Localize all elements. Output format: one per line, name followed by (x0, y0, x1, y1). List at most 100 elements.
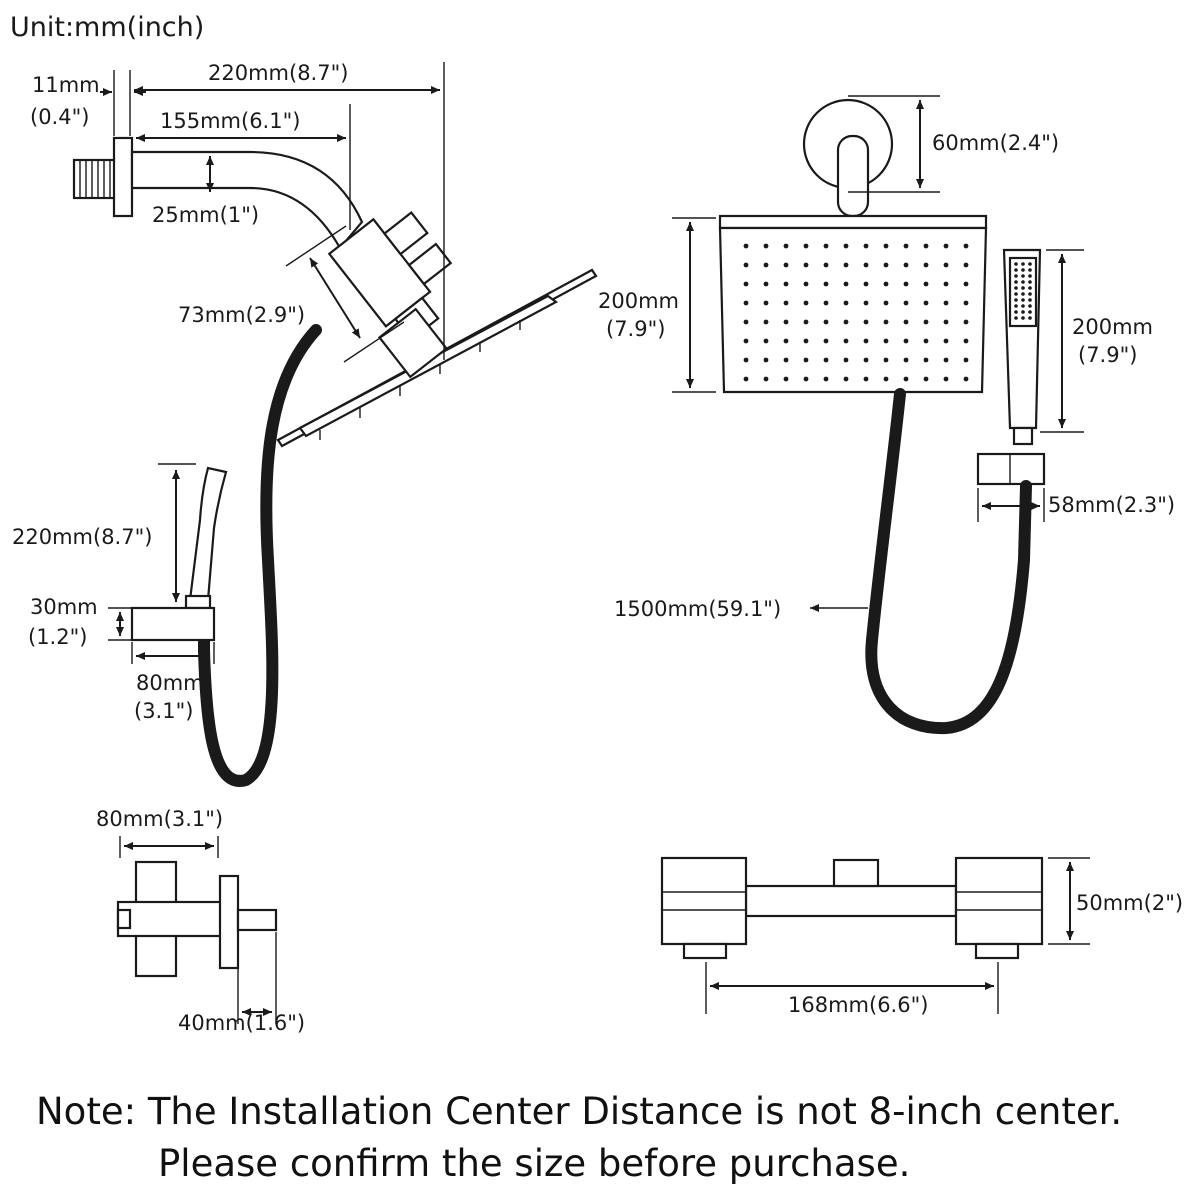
nozzle-dot (783, 300, 789, 306)
nozzle-dot (783, 319, 789, 325)
nozzle-dot (803, 300, 809, 306)
nozzle-dot (823, 243, 829, 249)
nozzle-dot (883, 338, 889, 344)
nozzle-dot (963, 319, 969, 325)
nozzle-dot (803, 262, 809, 268)
dim-handshower-in: (7.9") (1078, 343, 1137, 367)
nozzle-dot (843, 376, 849, 382)
dim-valve-center: 168mm(6.6") (788, 993, 928, 1017)
nozzle-dot (743, 281, 749, 287)
nozzle-dot (943, 319, 949, 325)
nozzle-dot (823, 319, 829, 325)
hand-nozzle-dot (1021, 286, 1025, 290)
nozzle-dot (823, 376, 829, 382)
nozzle-dot (943, 281, 949, 287)
hand-nozzle-dot (1021, 292, 1025, 296)
nozzle-dot (763, 281, 769, 287)
dim-valve-height: 50mm(2") (1076, 891, 1183, 915)
dim-flange-mm: 11mm (32, 73, 100, 97)
nozzle-dot (763, 376, 769, 382)
nozzle-dot (743, 357, 749, 363)
dim-arm-total: 220mm(8.7") (208, 61, 348, 85)
hand-nozzle-dot (1014, 274, 1018, 278)
hand-nozzle-dot (1028, 268, 1032, 272)
dim-hose: 1500mm(59.1") (614, 597, 781, 621)
front-hose (865, 388, 1032, 735)
hand-nozzle-dot (1028, 304, 1032, 308)
nozzle-dot (923, 338, 929, 344)
nozzle-dot (823, 300, 829, 306)
hand-nozzle-dot (1028, 310, 1032, 314)
hand-nozzle-dot (1021, 268, 1025, 272)
hand-nozzle-dot (1021, 274, 1025, 278)
nozzle-dot (843, 262, 849, 268)
nozzle-dot (803, 243, 809, 249)
nozzle-dot (803, 281, 809, 287)
nozzle-dot (763, 357, 769, 363)
hand-nozzle-dot (1021, 298, 1025, 302)
hand-nozzle-dot (1021, 262, 1025, 266)
nozzle-dot (903, 243, 909, 249)
side-view: 220mm(8.7") 155mm(6.1") 11mm (0.4") 25mm… (12, 61, 598, 787)
hand-nozzle-dot (1028, 274, 1032, 278)
dim-arm-reach: 155mm(6.1") (160, 109, 300, 133)
nozzle-dot (923, 376, 929, 382)
nozzle-dot (783, 262, 789, 268)
rain-showerhead-front (718, 214, 988, 394)
dim-holder-height-in: (1.2") (28, 625, 87, 649)
nozzle-dot (923, 300, 929, 306)
hand-nozzle-dot (1014, 268, 1018, 272)
wall-flange (72, 136, 134, 218)
nozzle-dot (903, 357, 909, 363)
nozzle-dot (863, 376, 869, 382)
nozzle-dot (903, 281, 909, 287)
nozzle-dot (743, 243, 749, 249)
nozzle-dot (823, 338, 829, 344)
nozzle-dot (803, 357, 809, 363)
dim-handheld-length: 220mm(8.7") (12, 525, 152, 549)
note-line-2: Please confirm the size before purchase. (158, 1142, 910, 1185)
nozzle-dot (863, 338, 869, 344)
hand-nozzle-dot (1014, 292, 1018, 296)
nozzle-dot (863, 357, 869, 363)
nozzle-dot (883, 262, 889, 268)
nozzle-dot (943, 338, 949, 344)
nozzle-dot (863, 281, 869, 287)
nozzle-dot (963, 243, 969, 249)
shower-arm (130, 150, 364, 250)
nozzle-dot (883, 281, 889, 287)
dim-escutcheon: 60mm(2.4") (932, 131, 1059, 155)
hand-nozzle-dot (1014, 280, 1018, 284)
nozzle-dot (763, 338, 769, 344)
nozzle-dot (783, 376, 789, 382)
hand-nozzle-dot (1021, 280, 1025, 284)
hand-nozzle-dot (1021, 304, 1025, 308)
nozzle-dot (903, 262, 909, 268)
hand-nozzle-dot (1028, 262, 1032, 266)
dim-showerhead-in: (7.9") (606, 317, 665, 341)
hand-nozzle-dot (1014, 262, 1018, 266)
dim-holder-depth-mm: 80mm (136, 671, 204, 695)
hand-nozzle-grid (1014, 262, 1032, 320)
nozzle-dot (823, 281, 829, 287)
nozzle-dot (923, 319, 929, 325)
nozzle-grid (743, 243, 969, 382)
nozzle-dot (803, 338, 809, 344)
dim-bracket: 58mm(2.3") (1048, 493, 1175, 517)
nozzle-dot (963, 357, 969, 363)
nozzle-dot (903, 300, 909, 306)
nozzle-dot (863, 319, 869, 325)
nozzle-dot (963, 281, 969, 287)
nozzle-dot (943, 300, 949, 306)
hand-shower-side (130, 466, 228, 642)
hand-nozzle-dot (1028, 298, 1032, 302)
nozzle-dot (883, 357, 889, 363)
nozzle-dot (843, 243, 849, 249)
valve-side-view: 80mm(3.1") 40mm(1.6") (96, 807, 305, 1035)
dim-handshower-mm: 200mm (1072, 315, 1153, 339)
nozzle-dot (863, 300, 869, 306)
nozzle-dot (843, 319, 849, 325)
hand-nozzle-dot (1014, 304, 1018, 308)
hand-nozzle-dot (1028, 292, 1032, 296)
dim-holder-depth-in: (3.1") (134, 699, 193, 723)
